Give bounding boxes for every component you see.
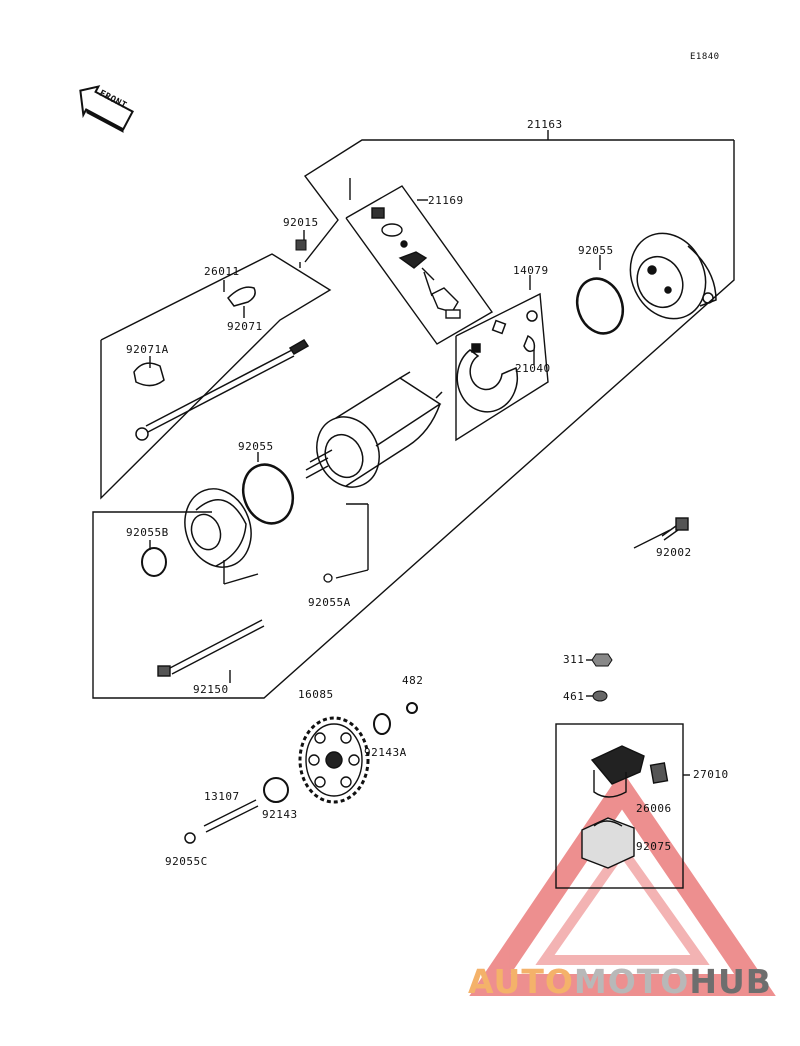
watermark-part-2: MOTO <box>573 962 690 1001</box>
part-label-21040: 21040 <box>515 362 551 375</box>
bushing-92143 <box>263 777 289 803</box>
bolt-92002 <box>661 517 689 541</box>
part-label-92055A: 92055A <box>308 596 351 609</box>
part-label-26011: 26011 <box>204 265 240 278</box>
part-label-16085: 16085 <box>298 688 334 701</box>
starter-relay-27010 <box>581 745 669 869</box>
diagram-code: E1840 <box>690 52 720 62</box>
part-label-461: 461 <box>563 690 585 703</box>
clip-92055C <box>184 832 196 844</box>
cable-harness <box>133 286 310 441</box>
part-label-21169: 21169 <box>428 194 464 207</box>
bushing-92143A <box>373 713 391 735</box>
shaft-13107 <box>203 799 259 833</box>
long-bolt-92150 <box>157 619 265 677</box>
assembly-outline-21163 <box>92 130 735 889</box>
o-ring-92055-top <box>575 277 625 335</box>
part-label-13107: 13107 <box>204 790 240 803</box>
motor-yoke <box>305 371 443 488</box>
part-label-92055-top: 92055 <box>578 244 614 257</box>
part-label-21163: 21163 <box>527 118 563 131</box>
front-cover <box>184 488 252 568</box>
watermark-part-1: AUTO <box>468 962 574 1001</box>
nut-92015 <box>295 239 307 251</box>
part-label-482: 482 <box>402 674 424 687</box>
part-label-27010: 27010 <box>693 768 729 781</box>
part-label-92055C: 92055C <box>165 855 208 868</box>
front-arrow-icon <box>79 85 134 133</box>
part-label-92071: 92071 <box>227 320 263 333</box>
part-label-92002: 92002 <box>656 546 692 559</box>
part-label-92055B: 92055B <box>126 526 169 539</box>
watermark-part-3: HUB <box>689 962 772 1001</box>
part-label-92150: 92150 <box>193 683 229 696</box>
part-label-92015: 92015 <box>283 216 319 229</box>
clip-482 <box>406 702 418 714</box>
part-label-26006: 26006 <box>636 802 672 815</box>
part-label-92143A: 92143A <box>364 746 407 759</box>
part-label-311: 311 <box>563 653 585 666</box>
brush-holder-parts <box>371 207 461 319</box>
o-ring-92055B <box>141 547 167 577</box>
washer-461 <box>592 690 608 702</box>
part-label-92143: 92143 <box>262 808 298 821</box>
part-label-92075: 92075 <box>636 840 672 853</box>
o-ring-92055A <box>323 573 333 583</box>
part-label-92071A: 92071A <box>126 343 169 356</box>
brush-plate <box>456 310 538 413</box>
sprocket-16085 <box>298 716 370 804</box>
nut-311 <box>591 653 613 667</box>
o-ring-92055-mid <box>241 463 295 525</box>
part-label-92055-mid: 92055 <box>238 440 274 453</box>
rear-cover <box>629 232 717 320</box>
watermark-logo: AUTOMOTOHUB <box>468 962 772 1001</box>
part-label-14079: 14079 <box>513 264 549 277</box>
